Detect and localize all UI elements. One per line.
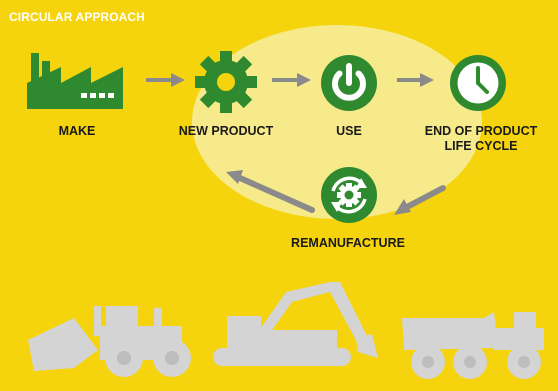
section-title: CIRCULAR APPROACH bbox=[9, 10, 145, 24]
dump-truck-illustration bbox=[402, 312, 544, 379]
new-product-label: NEW PRODUCT bbox=[178, 124, 274, 138]
arrow-use-to-eol bbox=[397, 73, 434, 87]
arrow-remanufacture-to-product bbox=[226, 170, 315, 213]
wheel-loader-illustration bbox=[28, 306, 191, 377]
gear-icon bbox=[195, 51, 257, 113]
arrow-product-to-use bbox=[272, 73, 311, 87]
end-of-product-label-line-1: END OF PRODUCT bbox=[424, 124, 538, 138]
factory-icon bbox=[27, 53, 123, 109]
arrow-eol-to-remanufacture bbox=[394, 185, 446, 215]
recycle-gear-icon bbox=[321, 167, 377, 223]
make-label: MAKE bbox=[58, 124, 96, 138]
end-of-product-label-line-2: LIFE CYCLE bbox=[444, 138, 518, 153]
excavator-illustration bbox=[213, 282, 378, 366]
power-icon bbox=[321, 55, 377, 111]
end-of-product-life-cycle-label: END OF PRODUCT LIFE CYCLE bbox=[408, 124, 554, 154]
clock-icon bbox=[450, 55, 506, 111]
use-label: USE bbox=[336, 124, 362, 138]
remanufacture-label: REMANUFACTURE bbox=[291, 236, 405, 250]
arrow-make-to-product bbox=[146, 73, 185, 87]
